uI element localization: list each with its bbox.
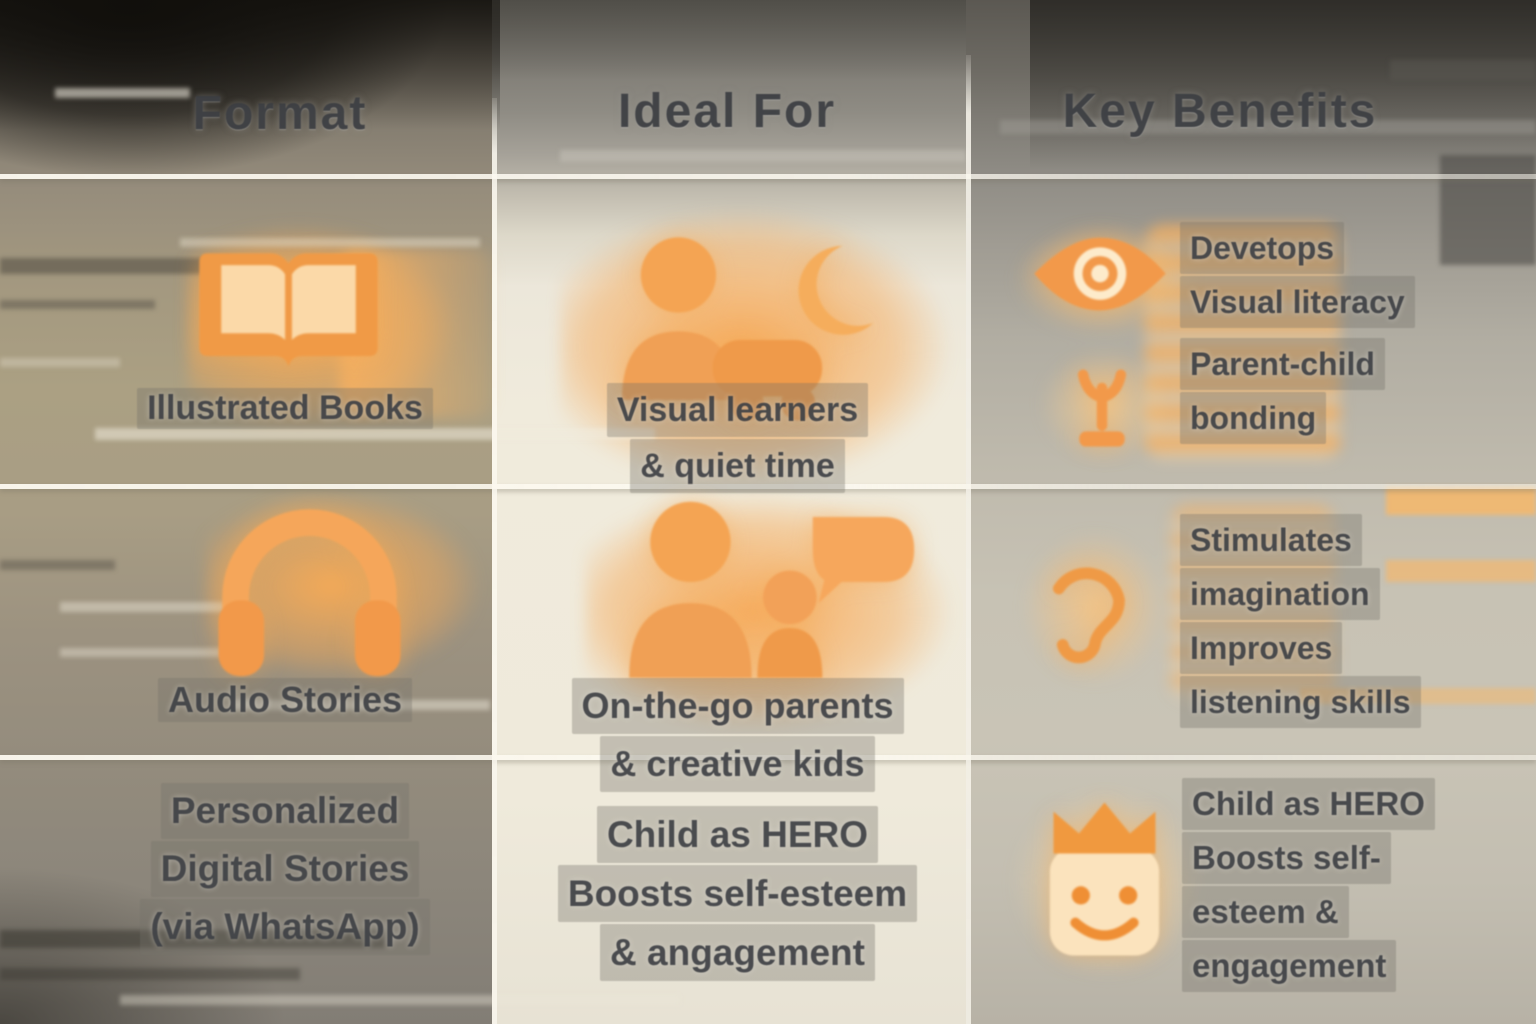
benefit-row1-item1: Devetops Visual literacy	[1180, 222, 1415, 330]
open-book-icon	[199, 253, 378, 367]
benefit-row2-item1: Stimulates imagination Improves listenin…	[1180, 514, 1421, 730]
background-streak	[180, 238, 480, 247]
benefit-text-line: esteem &	[1182, 886, 1349, 938]
background-streak	[1300, 688, 1536, 704]
format-cell-personalized: Personalized Digital Stories (via WhatsA…	[75, 783, 495, 957]
background-streak	[55, 88, 190, 98]
background-streak	[1386, 560, 1536, 582]
cell-text-line: Digital Stories	[150, 841, 420, 897]
background-streak	[0, 560, 115, 570]
cell-label: Audio Stories	[157, 678, 413, 722]
dark-corner-overlay	[1030, 0, 1536, 170]
background-streak	[0, 300, 155, 309]
crowned-child-face-icon	[1049, 802, 1160, 956]
background-streak	[230, 700, 490, 710]
benefit-text-line: Stimulates	[1180, 514, 1362, 566]
cell-text-line: & angagement	[600, 924, 875, 981]
benefit-text-line: bonding	[1180, 392, 1327, 444]
cell-text-line: On-the-go parents	[571, 678, 904, 734]
benefit-text-line: Visual literacy	[1180, 276, 1415, 328]
sprout-icon	[1077, 369, 1127, 447]
parent-child-bedtime-icon	[622, 237, 874, 421]
row-divider	[0, 755, 1536, 760]
background-streak	[60, 648, 260, 657]
background-streak	[95, 428, 655, 440]
benefit-row1-item2: Parent-child bonding	[1180, 338, 1385, 446]
cell-text-line: Child as HERO	[596, 806, 879, 863]
column-header-key-benefits: Key Benefits	[1062, 85, 1378, 138]
column-divider	[492, 98, 497, 1024]
glow	[1012, 520, 1177, 695]
background-streak	[1440, 155, 1536, 265]
benefit-text-line: Child as HERO	[1182, 778, 1435, 830]
background-streak	[1386, 487, 1536, 515]
cell-text-line: & creative kids	[600, 736, 875, 792]
background-streak	[60, 602, 245, 612]
format-cell-illustrated-books: Illustrated Books	[75, 388, 495, 429]
background-streak	[120, 995, 680, 1005]
benefit-text-line: Improves	[1180, 622, 1343, 674]
column-divider	[966, 55, 971, 1024]
cell-text-line: Personalized	[160, 783, 410, 839]
format-cell-audio-stories: Audio Stories	[75, 678, 495, 722]
cell-text-line: (via WhatsApp)	[140, 899, 430, 955]
benefit-text-line: engagement	[1182, 940, 1397, 992]
benefit-text-line: Boosts self-	[1182, 832, 1391, 884]
background-streak	[560, 150, 966, 162]
cell-text-line: & quiet time	[630, 439, 845, 493]
row-divider	[0, 174, 1536, 179]
column-header-ideal-for: Ideal For	[617, 85, 837, 138]
ideal-cell-row1: Visual learners & quiet time	[515, 383, 960, 495]
row-divider	[0, 484, 1536, 489]
column-header-format: Format	[192, 87, 368, 140]
benefit-row3-item1: Child as HERO Boosts self- esteem & enga…	[1182, 778, 1435, 994]
glow	[1170, 505, 1335, 700]
ideal-cell-row2: On-the-go parents & creative kids	[505, 678, 970, 794]
background-streak	[1390, 60, 1536, 80]
cell-text-line: Boosts self-esteem	[557, 865, 918, 922]
cell-label: Illustrated Books	[137, 388, 433, 429]
cell-text-line: Visual learners	[606, 383, 869, 437]
background-streak	[0, 930, 385, 948]
dark-band-overlay	[492, 0, 966, 80]
eye-icon	[1034, 237, 1166, 311]
ear-icon	[1053, 567, 1125, 664]
background-streak	[0, 358, 120, 367]
ideal-cell-row3: Child as HERO Boosts self-esteem & angag…	[500, 806, 975, 983]
benefit-text-line: Parent-child	[1180, 338, 1385, 390]
background-streak	[0, 258, 235, 274]
benefit-text-line: listening skills	[1180, 676, 1421, 728]
parents-kids-chat-icon	[629, 501, 915, 678]
dark-band-overlay	[0, 0, 500, 130]
benefit-text-line: Devetops	[1180, 222, 1345, 274]
background-streak	[1000, 120, 1536, 134]
background-streak	[0, 968, 300, 980]
headphones-icon	[218, 509, 401, 677]
benefit-text-line: imagination	[1180, 568, 1380, 620]
